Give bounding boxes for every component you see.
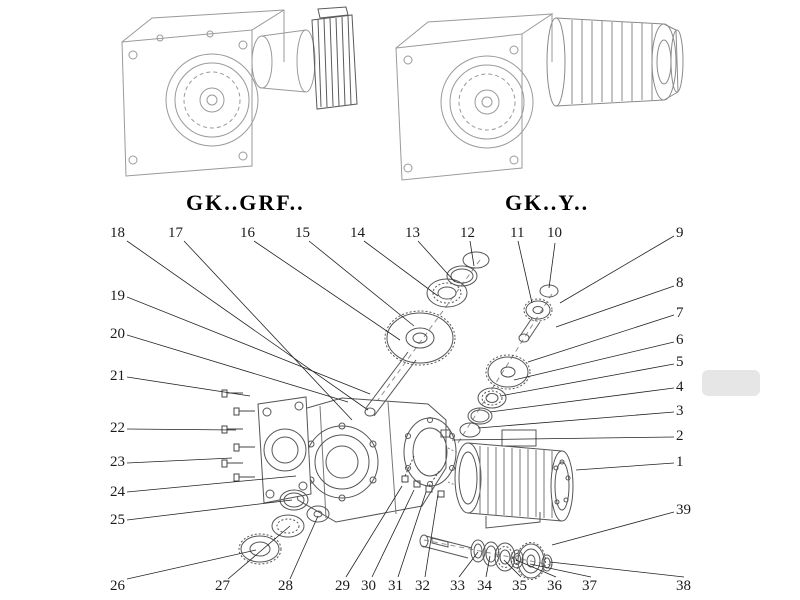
callout-5: 5	[676, 354, 684, 370]
callout-33: 33	[450, 578, 465, 594]
callout-38: 38	[676, 578, 691, 594]
callout-15: 15	[295, 225, 310, 241]
callout-35: 35	[512, 578, 527, 594]
callout-3: 3	[676, 403, 684, 419]
callout-6: 6	[676, 332, 684, 348]
callout-36: 36	[547, 578, 562, 594]
callout-22: 22	[110, 420, 125, 436]
callout-1: 1	[676, 454, 684, 470]
callout-12: 12	[460, 225, 475, 241]
model-label-y: GK..Y..	[505, 190, 590, 215]
callout-25: 25	[110, 512, 125, 528]
callout-16: 16	[240, 225, 255, 241]
watermark	[702, 370, 760, 396]
bolts	[221, 389, 255, 482]
callout-20: 20	[110, 326, 125, 342]
callout-37: 37	[582, 578, 597, 594]
callout-39: 39	[676, 502, 691, 518]
callout-24: 24	[110, 484, 125, 500]
callout-10: 10	[547, 225, 562, 241]
callout-19: 19	[110, 288, 125, 304]
model-label-grf: GK..GRF..	[186, 190, 305, 215]
callout-32: 32	[415, 578, 430, 594]
callout-18: 18	[110, 225, 125, 241]
callout-34: 34	[477, 578, 492, 594]
callout-27: 27	[215, 578, 230, 594]
pinion-stack	[459, 284, 559, 438]
callout-8: 8	[676, 275, 684, 291]
input-shaft-stack	[364, 251, 490, 417]
callout-23: 23	[110, 454, 125, 470]
motor-exploded	[447, 429, 574, 529]
callout-4: 4	[676, 379, 684, 395]
leader-lines	[126, 235, 685, 580]
callout-14: 14	[350, 225, 365, 241]
output-shaft-assembly	[419, 534, 553, 580]
callout-31: 31	[388, 578, 403, 594]
bearing-covers	[238, 489, 330, 565]
callout-9: 9	[676, 225, 684, 241]
callout-2: 2	[676, 428, 684, 444]
fin-block	[311, 6, 358, 110]
callout-26: 26	[110, 578, 125, 594]
flange-plate	[257, 396, 312, 504]
callout-29: 29	[335, 578, 350, 594]
callout-17: 17	[168, 225, 183, 241]
callout-30: 30	[361, 578, 376, 594]
callout-13: 13	[405, 225, 420, 241]
exploded-view	[126, 235, 760, 580]
motor-drawing	[546, 17, 684, 107]
callout-28: 28	[278, 578, 293, 594]
gearbox-y-drawing	[395, 13, 684, 181]
callout-7: 7	[676, 305, 684, 321]
housing	[287, 397, 457, 523]
gearbox-grf-drawing	[121, 6, 358, 177]
fastener-cluster	[401, 455, 445, 498]
callout-11: 11	[510, 225, 525, 241]
callout-21: 21	[110, 368, 125, 384]
